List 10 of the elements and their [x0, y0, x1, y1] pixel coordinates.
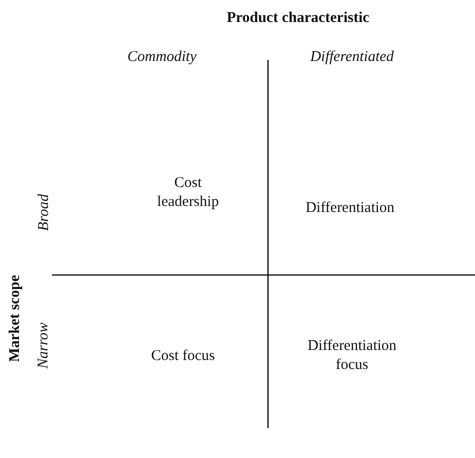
column-header: Differentiated: [310, 48, 394, 66]
axis-title: Product characteristic: [226, 8, 370, 28]
quadrant-label: Differentiation: [306, 198, 394, 218]
quadrant-label: Cost focus: [150, 346, 216, 366]
column-header: Commodity: [127, 48, 197, 66]
axis-title: Market scope: [6, 274, 24, 362]
row-header: Broad: [34, 194, 52, 230]
quadrant-label: Differentiation focus: [306, 337, 398, 375]
quadrant-label: Cost leadership: [156, 174, 220, 212]
row-header: Narrow: [34, 322, 52, 368]
